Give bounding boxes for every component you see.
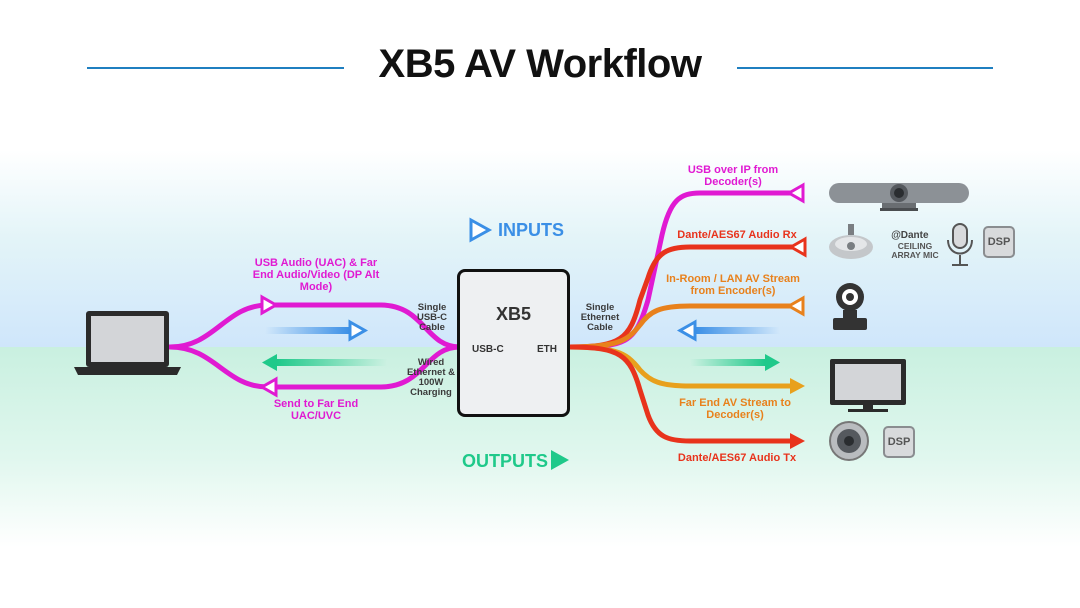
inputs-arrow-icon [469, 217, 493, 243]
single-ethernet-label: Single Ethernet Cable [580, 302, 620, 333]
usb-c-port-label: USB-C [472, 344, 504, 355]
dante-rx-arrow [787, 236, 807, 258]
ceiling-mic-icon [829, 224, 873, 259]
far-end-av-cable [567, 344, 798, 389]
right-input-flow [695, 327, 780, 334]
single-usbc-label: Single USB-C Cable [416, 302, 448, 333]
speaker-icon [829, 421, 869, 461]
usb-output-arrow [258, 376, 278, 398]
right-output-flow [690, 359, 765, 366]
usb-input-cable [167, 302, 463, 350]
far-end-av-label: Far End AV Stream to Decoder(s) [679, 397, 791, 421]
ceiling-mic-label: CEILING ARRAY MIC [891, 241, 939, 260]
display-icon [830, 359, 906, 412]
dsp-label: DSP [887, 436, 911, 448]
in-room-arrow [785, 295, 805, 317]
in-room-stream-cable [567, 303, 798, 350]
title-rule-right [737, 67, 993, 69]
left-input-flow [265, 327, 350, 334]
dante-rx-label: Dante/AES67 Audio Rx [677, 229, 797, 241]
video-bar-icon [829, 183, 969, 211]
dante-tx-arrow [790, 433, 805, 449]
inputs-label: INPUTS [498, 220, 565, 240]
far-end-av-arrow [790, 378, 805, 394]
dsp-label: DSP [987, 236, 1011, 248]
outputs-label: OUTPUTS [462, 451, 549, 471]
dante-tx-label: Dante/AES67 Audio Tx [677, 452, 797, 464]
laptop-icon [74, 311, 181, 375]
outputs-arrow-icon [551, 450, 569, 470]
usb-over-ip-label: USB over IP from Decoder(s) [687, 164, 779, 188]
eth-port-label: ETH [537, 344, 557, 355]
left-output-flow [277, 359, 387, 366]
in-room-stream-label: In-Room / LAN AV Stream from Encoder(s) [666, 273, 800, 297]
dante-logo: @Dante [891, 230, 929, 241]
usb-input-arrow [260, 294, 280, 316]
dante-tx-cable [567, 344, 798, 444]
send-far-end-label: Send to Far End UAC/UVC [273, 398, 359, 422]
dsp-badge-bottom: DSP [883, 426, 915, 458]
dsp-badge-top: DSP [983, 226, 1015, 258]
wired-ethernet-label: Wired Ethernet & 100W Charging [406, 357, 456, 398]
microphone-icon [947, 223, 973, 266]
xb5-device: XB5 USB-C ETH [457, 269, 570, 417]
ptz-camera-icon [833, 283, 867, 330]
page-title: XB5 AV Workflow [378, 42, 702, 86]
dante-logo-text: Dante [900, 230, 929, 241]
usb-audio-label: USB Audio (UAC) & Far End Audio/Video (D… [252, 257, 380, 293]
usb-over-ip-arrow [785, 182, 805, 204]
title-rule-left [87, 67, 344, 69]
device-name: XB5 [495, 304, 531, 324]
